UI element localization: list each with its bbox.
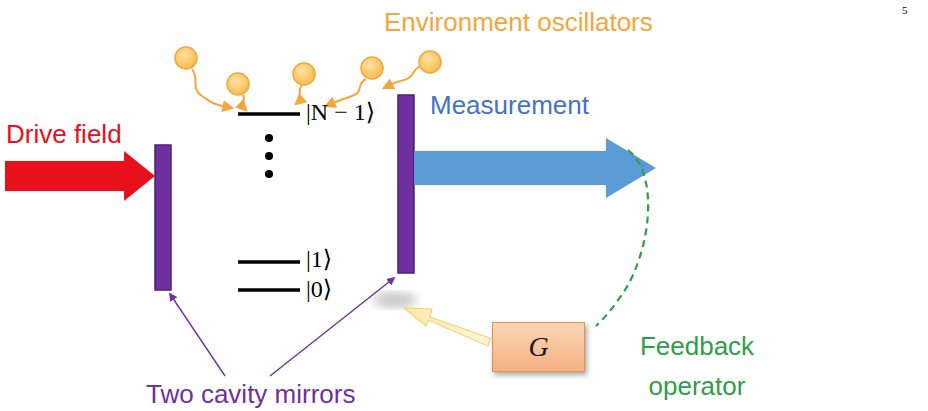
feedback-loop (596, 150, 648, 326)
level-label: |N − 1⟩ (306, 99, 375, 127)
page-number: 5 (902, 4, 908, 17)
caption-label: Environment oscillators (384, 8, 653, 38)
level-label: |0⟩ (306, 276, 332, 304)
caption-label: Feedback operator (612, 326, 782, 407)
shadow (373, 292, 417, 308)
oscillator-balls (175, 47, 441, 95)
energy-levels (238, 114, 300, 290)
feedback-arrow (404, 308, 490, 346)
mirror-pointers (170, 278, 394, 376)
caption-label: Measurement (430, 91, 589, 121)
caption-label: Drive field (6, 120, 122, 150)
caption-label: Two cavity mirrors (146, 380, 355, 410)
ellipsis-dots (265, 134, 273, 178)
drive-arrow (5, 151, 155, 201)
operator-symbol: G (528, 331, 548, 363)
level-label: |1⟩ (306, 246, 332, 274)
right-mirror (398, 95, 414, 273)
measurement-arrow (414, 138, 656, 198)
operator-box: G (492, 322, 585, 372)
left-mirror (155, 145, 171, 290)
